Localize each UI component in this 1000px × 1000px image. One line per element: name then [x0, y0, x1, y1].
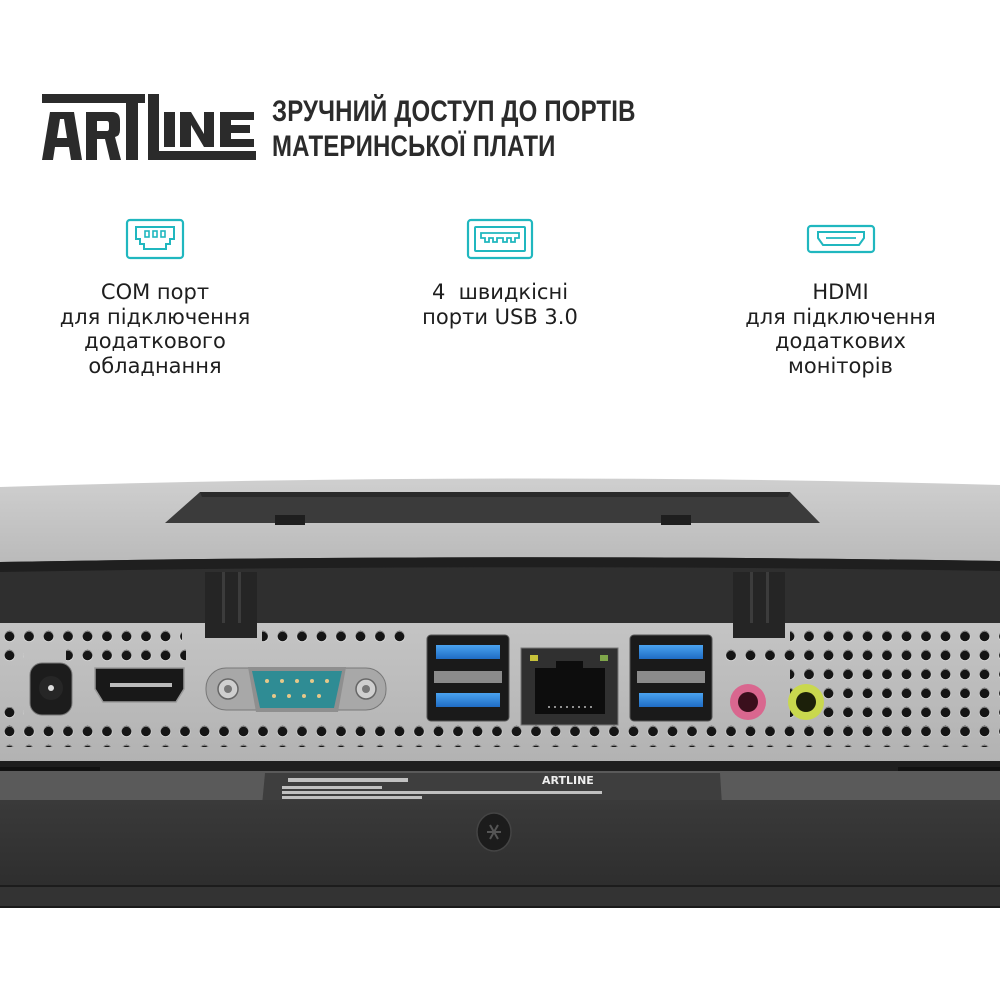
audio-line-out-jack[interactable]	[788, 684, 824, 720]
feature-line: додаткового	[84, 329, 226, 353]
com-port-icon	[125, 218, 185, 260]
feature-line: COM порт	[100, 280, 210, 304]
feature-line: обладнання	[88, 353, 222, 378]
feature-line: для підключення	[745, 304, 936, 329]
headline: ЗРУЧНИЙ ДОСТУП ДО ПОРТІВ МАТЕРИНСЬКОЇ ПЛ…	[272, 94, 636, 164]
hdmi-port-icon	[806, 224, 875, 254]
screw	[476, 812, 512, 852]
rear-io-panel-photo: ARTLINE	[0, 475, 1000, 910]
audio-mic-jack[interactable]	[730, 684, 766, 720]
rear-io-illustration: ARTLINE	[0, 478, 1000, 908]
latch-slot	[661, 515, 691, 525]
hdmi-port[interactable]	[94, 667, 185, 703]
feature-description: HDMI для підключення додаткових моніторі…	[723, 280, 958, 378]
label-brand: ARTLINE	[542, 774, 594, 787]
usb-port-icon	[466, 218, 534, 260]
com-serial-port[interactable]	[205, 667, 387, 712]
feature-line: 4 швидкісні	[431, 280, 569, 304]
feature-line: для підключення	[59, 304, 251, 329]
feature-description: 4 швидкісні порти USB 3.0	[385, 280, 615, 329]
feature-line: HDMI	[812, 280, 869, 304]
feature-hdmi: HDMI для підключення додаткових моніторі…	[723, 218, 958, 378]
usb-3-0-ports-right[interactable]	[629, 634, 713, 722]
feature-line: порти USB 3.0	[422, 304, 578, 329]
rj45-ethernet-port[interactable]	[520, 647, 619, 726]
headline-line-2: МАТЕРИНСЬКОЇ ПЛАТИ	[272, 130, 556, 163]
usb-3-0-ports-left[interactable]	[426, 634, 510, 722]
headline-line-1: ЗРУЧНИЙ ДОСТУП ДО ПОРТІВ	[272, 95, 636, 128]
feature-usb-ports: 4 швидкісні порти USB 3.0	[385, 218, 615, 329]
feature-line: моніторів	[788, 353, 893, 378]
feature-description: COM порт для підключення додаткового обл…	[40, 280, 270, 378]
latch-slot	[275, 515, 305, 525]
feature-line: додаткових	[775, 329, 906, 353]
dc-power-jack[interactable]	[29, 662, 73, 716]
artline-logo	[42, 94, 256, 160]
header: ЗРУЧНИЙ ДОСТУП ДО ПОРТІВ МАТЕРИНСЬКОЇ ПЛ…	[40, 92, 660, 164]
feature-com-port: COM порт для підключення додаткового обл…	[40, 218, 270, 378]
